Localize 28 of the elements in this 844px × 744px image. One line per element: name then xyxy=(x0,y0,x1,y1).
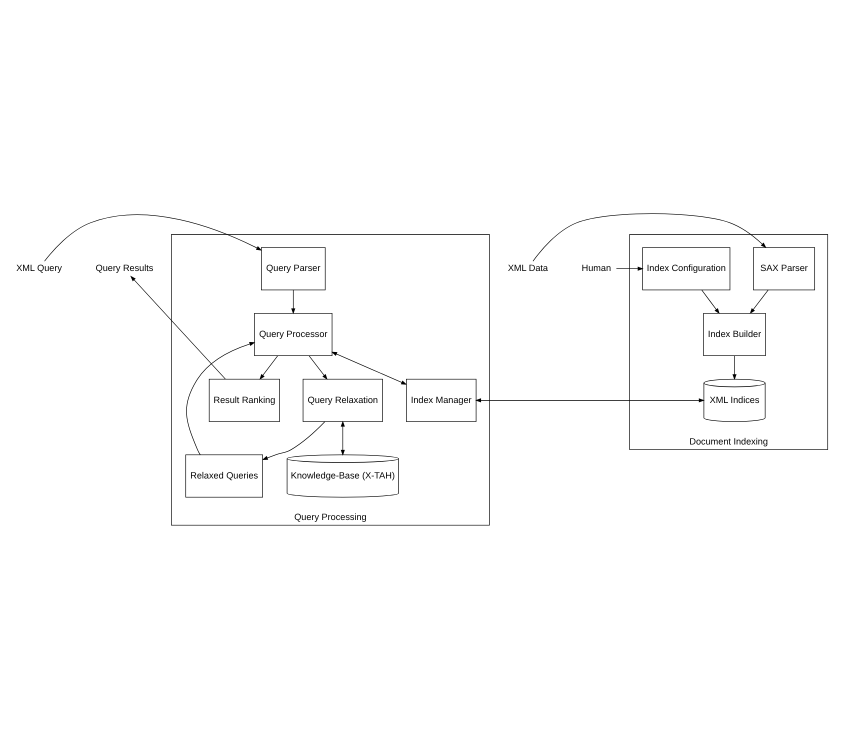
node-box: Index Manager xyxy=(406,378,476,422)
arrow xyxy=(701,290,720,314)
node-box: Query Relaxation xyxy=(302,378,383,422)
arrow xyxy=(340,420,345,456)
node-box: Query Parser xyxy=(261,247,326,290)
arrow xyxy=(44,214,262,262)
node-text: Query Results xyxy=(96,263,154,274)
node-box: SAX Parser xyxy=(753,247,816,290)
arrow xyxy=(130,276,226,380)
arrow xyxy=(750,290,769,314)
arrow xyxy=(259,355,278,380)
node-box: Query Processor xyxy=(254,313,332,356)
node-box: Result Ranking xyxy=(208,378,280,422)
node-text: XML Data xyxy=(508,263,548,274)
arrow xyxy=(308,355,328,380)
arrow xyxy=(262,421,326,460)
arrow xyxy=(331,352,408,385)
arrow xyxy=(532,213,766,262)
arrow xyxy=(186,342,256,456)
node-box: Index Configuration xyxy=(642,247,730,290)
node-text: Human xyxy=(582,263,612,274)
node-text: XML Query xyxy=(16,263,62,274)
node-box: Index Builder xyxy=(703,313,766,356)
arrow xyxy=(616,266,644,271)
arrow xyxy=(732,355,737,380)
node-box: Relaxed Queries xyxy=(185,454,263,498)
arrow xyxy=(475,398,705,402)
arrow xyxy=(291,290,296,314)
